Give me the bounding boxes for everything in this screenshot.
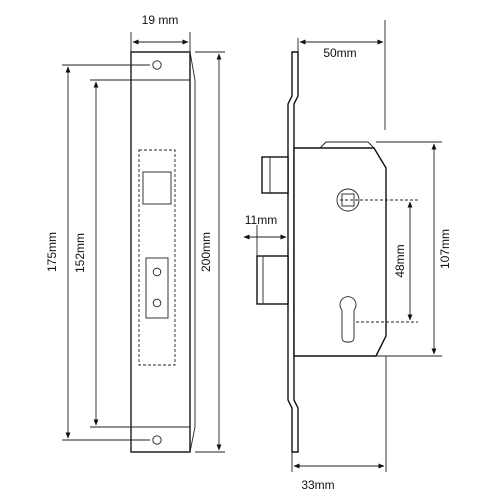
label-fixing-centres: 175mm — [45, 232, 59, 272]
bottom-fixing-hole — [152, 435, 162, 445]
label-case-depth: 33mm — [301, 478, 334, 492]
label-case-height: 107mm — [438, 229, 452, 269]
faceplate — [130, 51, 191, 453]
bolt-hole-lower — [152, 298, 162, 308]
label-backset: 50mm — [323, 46, 356, 60]
euro-cylinder-cutout — [339, 296, 357, 343]
deadbolt — [256, 255, 289, 305]
label-overall-length: 200mm — [199, 232, 213, 272]
side-view: 50mm 11mm 48mm 107mm 33mm — [243, 20, 452, 492]
bolt-hole-upper — [152, 267, 162, 277]
label-forend-depth: 11mm — [245, 213, 277, 227]
case-inner-edge — [319, 141, 327, 149]
latch-bolt — [261, 156, 289, 194]
label-faceplate-width: 19 mm — [142, 13, 179, 27]
follower-boss — [336, 188, 360, 212]
case-outline-dashed — [138, 149, 176, 366]
latch-opening — [142, 171, 172, 205]
bolt-opening — [145, 257, 169, 319]
front-view: 19 mm 175mm 152mm 200mm — [45, 13, 225, 453]
label-faceplate-length: 152mm — [73, 233, 87, 273]
lock-case — [293, 147, 387, 357]
forend-plate — [287, 51, 299, 453]
faceplate-side-strip — [189, 51, 196, 81]
top-fixing-hole — [152, 60, 162, 70]
label-centres: 48mm — [393, 244, 407, 277]
faceplate-side-strip-bottom — [189, 426, 196, 453]
